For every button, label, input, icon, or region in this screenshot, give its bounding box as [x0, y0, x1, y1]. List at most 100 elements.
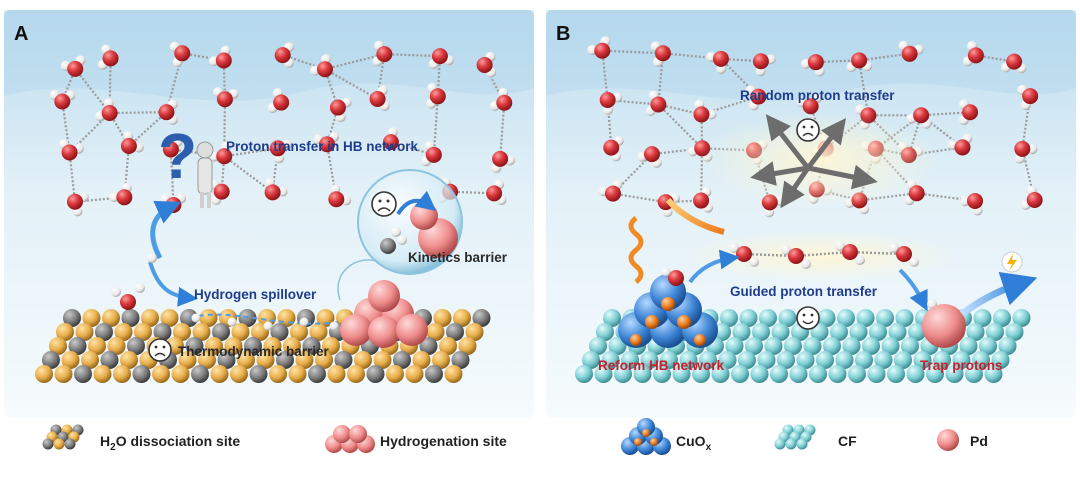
- legend-cuox-label: CuOx: [676, 433, 712, 453]
- substrate-atom: [770, 365, 788, 383]
- substrate-atom: [868, 365, 886, 383]
- label-reform-hb-network: Reform HB network: [598, 358, 725, 373]
- water-wave-a: [4, 10, 534, 101]
- o-atom: [370, 91, 386, 107]
- o-atom: [275, 47, 291, 63]
- o-atom: [273, 95, 289, 111]
- label-trap-protons: Trap protons: [920, 358, 1003, 373]
- sad-face-icon: [372, 192, 396, 216]
- o-atom: [655, 45, 671, 61]
- o-atom: [1022, 88, 1038, 104]
- legend-cf-label: CF: [838, 433, 857, 449]
- o-atom: [116, 189, 132, 205]
- o-atom: [603, 140, 619, 156]
- o-atom: [713, 51, 729, 67]
- o-atom: [121, 138, 137, 154]
- o-atom: [600, 92, 616, 108]
- substrate-atom: [113, 365, 131, 383]
- o-atom: [376, 46, 392, 62]
- h-atom: [397, 235, 407, 245]
- o-atom: [214, 184, 230, 200]
- lightning-icon: [1002, 252, 1022, 272]
- pd-atom-trap: [922, 304, 966, 348]
- substrate-atom: [289, 365, 307, 383]
- o-atom: [967, 193, 983, 209]
- label-thermodynamic-barrier: Thermodynamic barrier: [178, 344, 330, 359]
- o-atom: [328, 191, 344, 207]
- substrate-atom: [425, 365, 443, 383]
- o-atom: [330, 100, 346, 116]
- legend-hydrogenation-icon: [325, 425, 375, 453]
- o-atom: [968, 47, 984, 63]
- h-atom: [135, 283, 145, 293]
- o-atom: [120, 294, 136, 310]
- o-atom: [217, 91, 233, 107]
- o-atom: [174, 45, 190, 61]
- o-atom: [954, 139, 970, 155]
- o-atom: [753, 53, 769, 69]
- substrate-atom: [347, 365, 365, 383]
- substrate-atom: [269, 365, 287, 383]
- legend-hydrogenation-label: Hydrogenation site: [380, 433, 507, 449]
- substrate-atom: [367, 365, 385, 383]
- substrate-atom: [775, 439, 786, 450]
- label-guided-proton-transfer: Guided proton transfer: [730, 284, 878, 299]
- legend-cuox-icon: [621, 418, 671, 455]
- o-atom: [594, 43, 610, 59]
- o-atom: [842, 244, 858, 260]
- substrate-atom: [848, 365, 866, 383]
- o-atom: [851, 52, 867, 68]
- substrate-atom: [230, 365, 248, 383]
- label-random-proton-transfer: Random proton transfer: [740, 88, 895, 103]
- substrate-atom: [328, 365, 346, 383]
- o-atom: [496, 95, 512, 111]
- o-atom: [736, 246, 752, 262]
- o-atom: [62, 144, 78, 160]
- o-atom: [1027, 192, 1043, 208]
- o-atom: [693, 106, 709, 122]
- sad-face-icon: [149, 339, 171, 361]
- substrate-atom: [152, 365, 170, 383]
- substrate-atom: [94, 365, 112, 383]
- substrate-atom: [786, 439, 797, 450]
- o-atom: [216, 53, 232, 69]
- substrate-atom: [790, 365, 808, 383]
- substrate-atom: [54, 439, 65, 450]
- substrate-atom: [887, 365, 905, 383]
- h-atom: [192, 314, 201, 323]
- substrate-atom: [65, 439, 76, 450]
- o-atom: [693, 193, 709, 209]
- happy-face-icon: [797, 307, 819, 329]
- substrate-atom: [731, 365, 749, 383]
- o-atom: [962, 104, 978, 120]
- substrate-atom: [797, 439, 808, 450]
- h-atom: [228, 318, 237, 327]
- substrate-atom: [74, 365, 92, 383]
- substrate-atom: [308, 365, 326, 383]
- substrate-atom: [55, 365, 73, 383]
- h-atom: [391, 227, 401, 237]
- pd-atom-zoom: [410, 202, 438, 230]
- o-atom: [158, 104, 174, 120]
- o-atom: [432, 48, 448, 64]
- substrate-atom: [445, 365, 463, 383]
- o-atom: [317, 61, 333, 77]
- o-atom: [913, 107, 929, 123]
- guided-channel-halo: [680, 230, 960, 282]
- o-atom: [102, 105, 118, 121]
- substrate-atom: [43, 439, 54, 450]
- substrate-atom: [250, 365, 268, 383]
- substrate-atom: [172, 365, 190, 383]
- panel-a-letter: A: [14, 23, 28, 45]
- h-atom: [300, 318, 309, 327]
- h-atom: [147, 253, 157, 263]
- o-atom: [902, 46, 918, 62]
- gray-atom: [380, 238, 396, 254]
- o-atom: [486, 185, 502, 201]
- substrate-atom: [751, 365, 769, 383]
- substrate-atom: [575, 365, 593, 383]
- o-atom: [788, 248, 804, 264]
- o-atom: [650, 97, 666, 113]
